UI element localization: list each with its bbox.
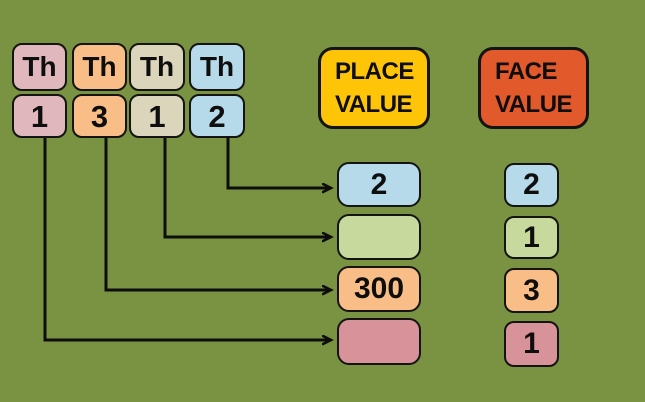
place-value-box [337, 318, 421, 365]
digit-box: 2 [189, 94, 245, 138]
face-value-title-line1: FACE [495, 58, 558, 85]
arrow-digit2-to-place-value [226, 137, 331, 188]
face-value-title-line2: VALUE [495, 91, 573, 118]
column-header-box: Th [12, 43, 67, 91]
arrow-digit1-thousands-to-place-value [43, 138, 331, 340]
face-value-box: 3 [504, 268, 559, 313]
place-value-title-line2: VALUE [335, 91, 413, 118]
face-value-box: 2 [504, 163, 559, 207]
arrow-digit3-to-place-value [104, 138, 331, 290]
face-value-box: 1 [504, 321, 559, 367]
place-value-box [337, 214, 421, 260]
place-value-title: PLACE VALUE [318, 47, 430, 129]
digit-box: 1 [129, 94, 185, 138]
place-value-box: 300 [337, 266, 421, 312]
face-value-title: FACE VALUE [478, 47, 589, 129]
digit-box: 3 [72, 94, 127, 138]
column-header-box: Th [72, 43, 127, 91]
column-header-box: Th [129, 43, 185, 91]
place-value-title-line1: PLACE [335, 58, 414, 85]
face-value-box: 1 [504, 216, 559, 259]
arrow-digit1-tens-to-place-value [163, 138, 331, 237]
place-value-box: 2 [337, 162, 421, 207]
column-header-box: Th [189, 43, 245, 91]
digit-box: 1 [12, 94, 67, 138]
